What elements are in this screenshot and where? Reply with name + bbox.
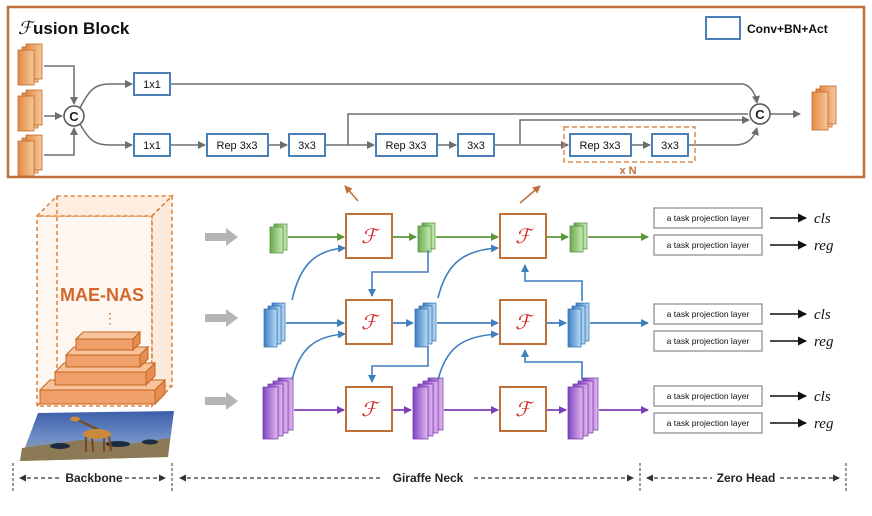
section-labels: Backbone Giraffe Neck Zero Head xyxy=(12,463,847,493)
fusion-node-6-label: ℱ xyxy=(515,399,534,421)
backbone-pyramid xyxy=(38,330,167,406)
feature-p4-out xyxy=(567,302,590,348)
legend-conv-label: Conv+BN+Act xyxy=(747,22,828,36)
output-reg-3: reg xyxy=(814,416,834,432)
rep-3x3-2-label: Rep 3x3 xyxy=(386,140,427,152)
projection-layer-2 xyxy=(653,234,763,256)
conv-3x3-3 xyxy=(651,133,689,157)
fusion-conv-boxes xyxy=(133,72,689,157)
concat-node-input xyxy=(63,105,85,127)
cross-scale-connections xyxy=(291,244,583,383)
projection-layer-5-label: a task projection layer xyxy=(667,391,750,401)
fusion-node-2-label: ℱ xyxy=(361,312,380,334)
backbone-to-neck-arrows xyxy=(205,228,238,410)
section-dividers xyxy=(12,463,847,493)
fusion-node-5 xyxy=(499,299,547,345)
section-neck-label: Giraffe Neck xyxy=(393,471,464,485)
fusion-block-pointers xyxy=(344,185,541,204)
backbone: ⋮ MAE-NAS xyxy=(20,194,174,461)
rep-3x3-2 xyxy=(375,133,438,157)
concat-node-output-label: C xyxy=(755,107,765,122)
section-head-label: Zero Head xyxy=(717,471,776,485)
concat-node-input-label: C xyxy=(69,109,79,124)
output-cls-1: cls xyxy=(814,211,831,227)
input-image xyxy=(20,411,174,461)
rep-3x3-3 xyxy=(569,133,632,157)
feature-p4-in xyxy=(263,302,286,348)
projection-layer-3 xyxy=(653,303,763,325)
conv-3x3-2-label: 3x3 xyxy=(467,140,485,152)
fusion-node-6 xyxy=(499,386,547,432)
conv-1x1-bottom xyxy=(133,133,171,157)
fusion-node-1-label: ℱ xyxy=(361,226,380,248)
conv-3x3-3-label: 3x3 xyxy=(661,140,679,152)
fusion-block-panel: ℱ usion Block Conv+BN+Act xyxy=(6,5,866,179)
projection-layer-2-label: a task projection layer xyxy=(667,240,750,250)
fusion-input-lines xyxy=(44,65,78,156)
conv-3x3-2 xyxy=(457,133,495,157)
projection-layer-1-label: a task projection layer xyxy=(667,213,750,223)
conv-1x1-top xyxy=(133,72,171,96)
conv-3x3-1-label: 3x3 xyxy=(298,140,316,152)
output-cls-3: cls xyxy=(814,389,831,405)
conv-1x1-bottom-label: 1x1 xyxy=(143,140,161,152)
feature-p5-in xyxy=(269,223,288,254)
repeat-count-label: x N xyxy=(619,165,636,177)
fusion-node-1 xyxy=(345,213,393,259)
repeat-group-box xyxy=(563,126,696,163)
projection-layer-6-label: a task projection layer xyxy=(667,418,750,428)
projection-layer-boxes xyxy=(653,207,763,434)
legend-conv-box xyxy=(705,16,741,40)
backbone-name: MAE-NAS xyxy=(60,285,144,305)
fusion-node-3-label: ℱ xyxy=(361,399,380,421)
rep-3x3-3-label: Rep 3x3 xyxy=(580,140,621,152)
feature-p3-mid xyxy=(412,377,444,440)
projection-layer-4 xyxy=(653,330,763,352)
fusion-node-4 xyxy=(499,213,547,259)
head-output-arrows xyxy=(770,213,807,428)
rep-3x3-1 xyxy=(206,133,269,157)
conv-3x3-1 xyxy=(288,133,326,157)
projection-layer-5 xyxy=(653,385,763,407)
feature-p5-mid xyxy=(417,222,436,253)
projection-layer-4-label: a task projection layer xyxy=(667,336,750,346)
feature-p3-out xyxy=(567,377,599,440)
projection-layer-6 xyxy=(653,412,763,434)
fusion-input-stack-2 xyxy=(17,89,43,132)
output-reg-2: reg xyxy=(814,334,834,350)
fusion-node-3 xyxy=(345,386,393,432)
fusion-branch-lines xyxy=(79,80,801,149)
zero-head: a task projection layer a task projectio… xyxy=(653,207,834,434)
fusion-nodes xyxy=(345,213,547,432)
projection-layer-1 xyxy=(653,207,763,229)
feature-p4-mid xyxy=(414,302,437,348)
fusion-node-5-label: ℱ xyxy=(515,312,534,334)
fusion-node-2 xyxy=(345,299,393,345)
rep-3x3-1-label: Rep 3x3 xyxy=(217,140,258,152)
fusion-input-stack-3 xyxy=(17,134,43,177)
section-backbone-label: Backbone xyxy=(65,471,123,485)
fusion-block-title-prefix: ℱ xyxy=(18,18,35,38)
fusion-output-feature xyxy=(811,85,837,131)
fusion-input-stack-1 xyxy=(17,43,43,86)
output-cls-2: cls xyxy=(814,307,831,323)
conv-1x1-top-label: 1x1 xyxy=(143,79,161,91)
projection-layer-3-label: a task projection layer xyxy=(667,309,750,319)
giraffe-neck: ℱ ℱ ℱ ℱ ℱ ℱ xyxy=(262,213,649,440)
fusion-block-title: usion Block xyxy=(33,19,130,38)
output-reg-1: reg xyxy=(814,238,834,254)
fusion-input-features xyxy=(17,43,43,177)
feature-p3-in xyxy=(262,377,294,440)
fusion-node-4-label: ℱ xyxy=(515,226,534,248)
concat-node-output xyxy=(749,103,771,125)
backbone-dots: ⋮ xyxy=(103,310,117,326)
feature-p5-out xyxy=(569,222,588,253)
